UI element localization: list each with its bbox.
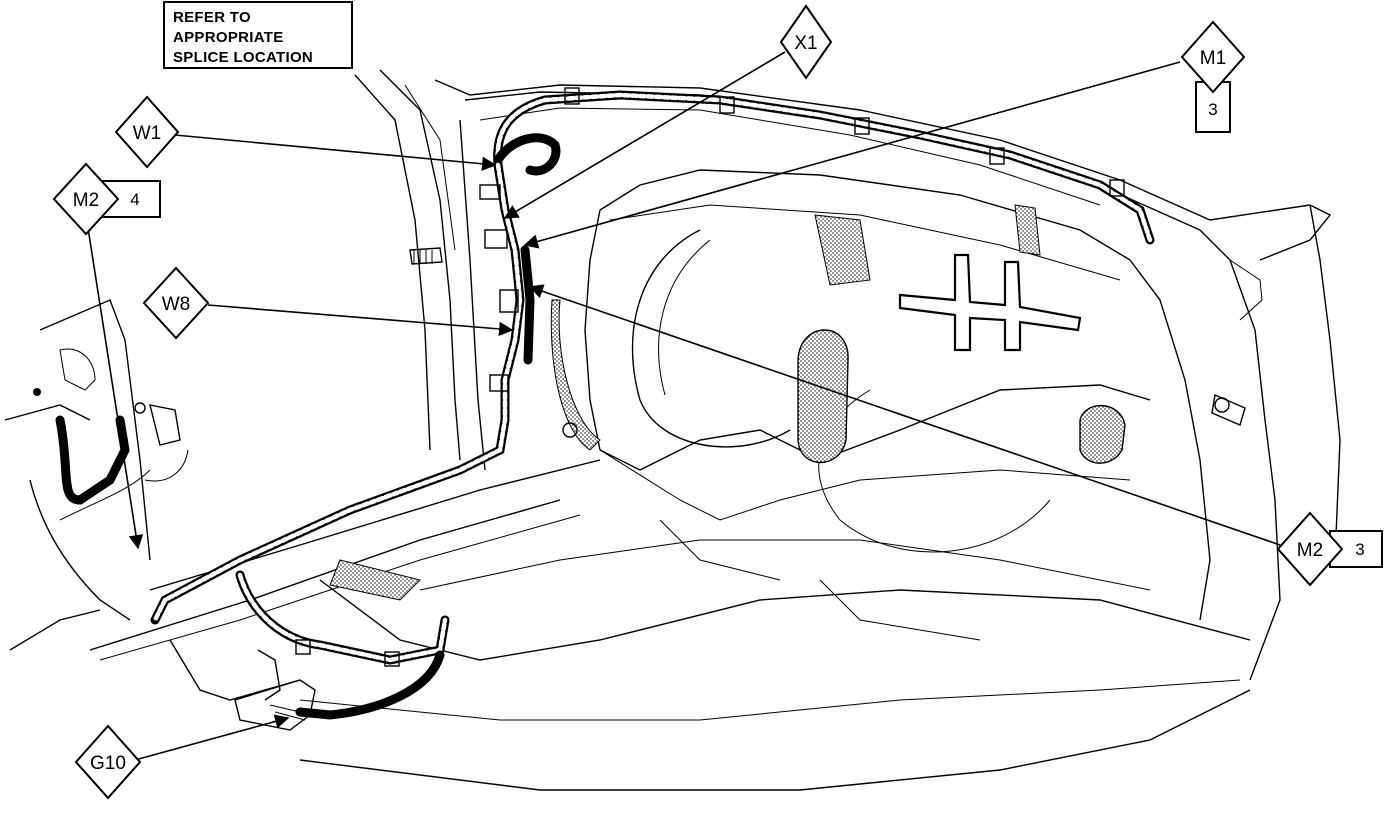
wiring-harness — [55, 87, 1155, 731]
callout-m2-left: 4 M2 — [52, 162, 161, 236]
callout-w1-label: W1 — [133, 123, 162, 144]
splice-location-note: REFER TO APPROPRIATE SPLICE LOCATION — [163, 1, 353, 69]
callout-m2-left-tab: 4 — [130, 190, 139, 209]
callout-w8-label: W8 — [162, 294, 191, 315]
callout-x1: X1 — [779, 4, 833, 80]
callout-g10: G10 — [74, 724, 142, 800]
callout-m1-tab: 3 — [1208, 100, 1217, 119]
callout-w8: W8 — [142, 266, 210, 340]
note-line-2: APPROPRIATE — [173, 29, 284, 46]
callout-w1: W1 — [114, 95, 180, 169]
callout-m1-label: M1 — [1200, 48, 1226, 69]
callout-m2-right-label: M2 — [1297, 540, 1323, 561]
note-line-1: REFER TO — [173, 9, 251, 26]
callout-m2-left-label: M2 — [73, 190, 99, 211]
note-line-3: SPLICE LOCATION — [173, 49, 314, 66]
vehicle-body-drawing — [4, 69, 1341, 791]
callout-g10-label: G10 — [90, 753, 126, 774]
callout-m2-right-tab: 3 — [1355, 540, 1364, 559]
callout-m2-right: 3 M2 — [1276, 511, 1383, 587]
leader-lines — [87, 51, 1281, 761]
callout-m1: 3 M1 — [1180, 20, 1246, 133]
callout-x1-label: X1 — [794, 33, 817, 54]
